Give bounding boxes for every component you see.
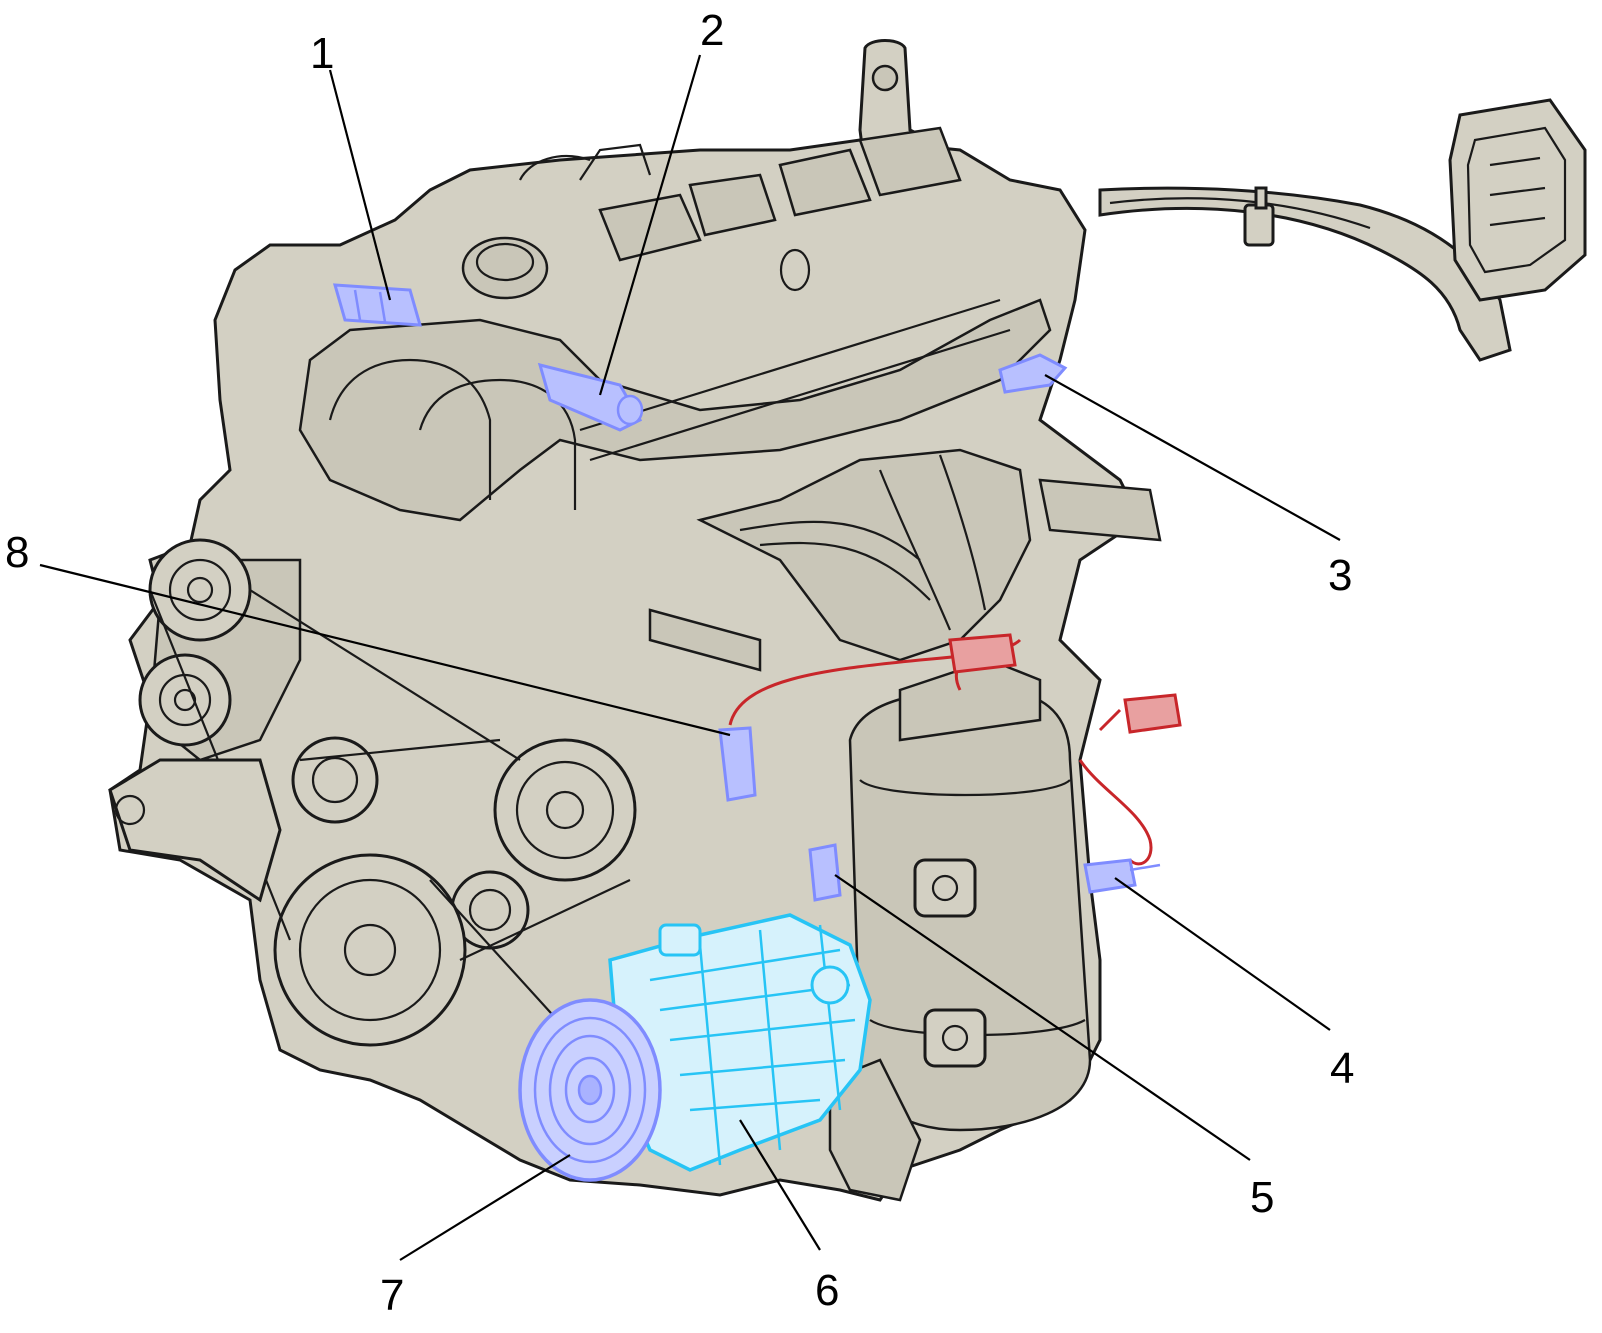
sensor-item-3 xyxy=(998,353,1068,394)
callout-7: 7 xyxy=(380,1271,404,1320)
callout-6: 6 xyxy=(815,1266,839,1315)
ignition-coils xyxy=(598,126,962,262)
water-pump-pulley xyxy=(493,738,637,882)
transmission-flange xyxy=(828,1058,922,1202)
leader-line-6 xyxy=(739,1119,821,1251)
callout-3: 3 xyxy=(1328,551,1352,600)
leader-line-4 xyxy=(1114,877,1331,1031)
callout-labels: 1 2 3 4 5 6 7 8 xyxy=(5,6,1354,1320)
wiring-harness xyxy=(1098,186,1512,362)
sensor-item-1 xyxy=(332,283,423,327)
engine-illustration xyxy=(108,39,1587,1202)
ac-clutch-pulley-item-7 xyxy=(518,998,662,1182)
callout-1: 1 xyxy=(310,29,334,78)
leader-line-2 xyxy=(598,54,702,396)
leader-line-1 xyxy=(328,69,392,301)
tensioner-pulley xyxy=(138,653,232,747)
callout-8: 8 xyxy=(5,528,29,577)
leader-line-5 xyxy=(834,874,1251,1161)
sensor-item-5 xyxy=(808,843,842,902)
sensor-connector-red-right xyxy=(1123,693,1182,734)
valve-cover xyxy=(298,298,1052,522)
oil-filler-cap xyxy=(461,236,549,300)
idler-pulley-middle xyxy=(291,736,379,824)
sensor-item-8 xyxy=(718,726,757,802)
harness-clip xyxy=(1243,203,1275,247)
sensor-connector-red-upper xyxy=(948,633,1017,674)
callout-4: 4 xyxy=(1330,1044,1354,1093)
leader-line-7 xyxy=(399,1154,571,1261)
callout-2: 2 xyxy=(700,6,724,55)
coolant-tube xyxy=(1038,478,1162,542)
dipstick-ring xyxy=(779,248,811,292)
crankshaft-pulley xyxy=(273,853,467,1047)
leader-line-3 xyxy=(1044,374,1341,541)
engine-mount-bracket xyxy=(108,758,282,903)
callout-5: 5 xyxy=(1250,1173,1274,1222)
leader-line-8 xyxy=(39,563,731,737)
callout-leaders xyxy=(39,54,1341,1261)
ac-compressor-item-6 xyxy=(608,913,872,1172)
